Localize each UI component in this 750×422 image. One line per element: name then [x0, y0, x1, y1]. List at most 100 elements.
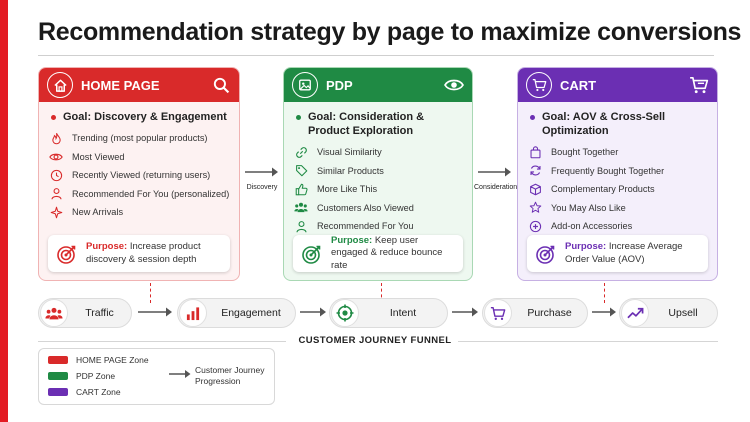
list-item: Recently Viewed (returning users) [49, 166, 229, 185]
list-item: Visual Similarity [294, 143, 462, 162]
funnel-stage-label: Upsell [668, 307, 698, 319]
pdp-header: PDP [284, 68, 472, 102]
pdp-connector [381, 283, 382, 303]
legend-arrow-icon [169, 370, 191, 378]
consideration-label: Consideration [474, 184, 518, 191]
cart-icon [484, 299, 512, 327]
cart-purpose-box: Purpose: Increase Average Order Value (A… [527, 235, 708, 272]
users-icon [40, 299, 68, 327]
consideration-arrow [478, 167, 511, 177]
list-item-label: Most Viewed [72, 151, 125, 162]
funnel-stage-upsell: Upsell [619, 298, 718, 328]
funnel-stage-engagement: Engagement [177, 298, 296, 328]
cart-goal-text: Goal: AOV & Cross-Sell Optimization [542, 111, 666, 137]
people-icon [294, 201, 308, 215]
house-icon [47, 72, 73, 98]
list-item: Similar Products [294, 162, 462, 181]
funnel-stage-purchase: Purchase [482, 298, 588, 328]
list-item-label: You May Also Like [551, 202, 626, 213]
home-connector [150, 283, 151, 303]
cart-zone: CART Goal: AOV & Cross-Sell Optimization… [517, 67, 718, 281]
list-item-label: Frequently Bought Together [551, 165, 665, 176]
clock-icon [49, 168, 63, 182]
home-purpose-box: Purpose: Increase product discovery & se… [48, 235, 230, 272]
funnel-divider-left [38, 341, 286, 342]
flame-icon [49, 131, 63, 145]
cart-icon [526, 72, 552, 98]
funnel-stage-label: Traffic [85, 307, 114, 319]
home-page-zone: HOME PAGE Goal: Discovery & Engagement T… [38, 67, 240, 281]
legend-swatch-home [48, 356, 68, 364]
target-icon [535, 243, 557, 265]
discovery-label: Discovery [246, 184, 278, 191]
target-icon [56, 243, 78, 265]
list-item: Bought Together [528, 143, 707, 162]
cart-icon [689, 75, 709, 95]
cart-goal: Goal: AOV & Cross-Sell Optimization [528, 110, 707, 138]
home-goal-text: Goal: Discovery & Engagement [63, 111, 227, 123]
refresh-icon [528, 164, 542, 178]
legend-item-cart: CART Zone [48, 387, 121, 397]
cart-header: CART [518, 68, 717, 102]
list-item-label: Similar Products [317, 165, 384, 176]
list-item: More Like This [294, 180, 462, 199]
funnel-caption: CUSTOMER JOURNEY FUNNEL [298, 335, 452, 346]
star-icon [528, 201, 542, 215]
list-item-label: Add-on Accessories [551, 221, 633, 232]
funnel-arrow [452, 307, 478, 317]
list-item-label: Visual Similarity [317, 147, 382, 158]
pdp-goal: Goal: Consideration & Product Exploratio… [294, 110, 462, 138]
pdp-strategy-list: Visual Similarity Similar Products More … [294, 143, 462, 236]
legend-swatch-cart [48, 388, 68, 396]
list-item-label: Bought Together [551, 147, 619, 158]
funnel-stage-label: Purchase [527, 307, 572, 319]
funnel-arrow [592, 307, 616, 317]
funnel-stage-intent: Intent [329, 298, 448, 328]
list-item: Recommended For You [294, 217, 462, 236]
legend-label: HOME PAGE Zone [76, 355, 149, 365]
pdp-goal-text: Goal: Consideration & Product Exploratio… [308, 111, 425, 137]
link-icon [294, 145, 308, 159]
pdp-purpose-box: Purpose: Keep user engaged & reduce boun… [293, 235, 463, 272]
list-item-label: Recommended For You (personalized) [72, 188, 230, 199]
pdp-purpose-text: Purpose: Keep user engaged & reduce boun… [331, 235, 455, 273]
legend-item-home: HOME PAGE Zone [48, 355, 149, 365]
home-page-label: HOME PAGE [81, 77, 160, 93]
tag-icon [294, 164, 308, 178]
home-page-header: HOME PAGE [39, 68, 239, 102]
page-title: Recommendation strategy by page to maxim… [38, 18, 742, 46]
cart-strategy-list: Bought Together Frequently Bought Togeth… [528, 143, 707, 236]
plus-circle-icon [528, 219, 542, 233]
purpose-description: Increase product discovery & session dep… [86, 241, 201, 265]
bar-chart-icon [179, 299, 207, 327]
list-item: Trending (most popular products) [49, 129, 229, 148]
list-item: Recommended For You (personalized) [49, 185, 229, 204]
target-icon [301, 243, 323, 265]
list-item: Complementary Products [528, 180, 707, 199]
list-item-label: Recently Viewed (returning users) [72, 170, 211, 181]
legend: HOME PAGE Zone PDP Zone CART Zone Custom… [38, 348, 275, 405]
funnel-stage-label: Intent [389, 307, 417, 319]
image-icon [292, 72, 318, 98]
home-purpose-text: Purpose: Increase product discovery & se… [86, 241, 222, 266]
trend-up-icon [621, 299, 649, 327]
funnel-stage-traffic: Traffic [38, 298, 132, 328]
home-goal: Goal: Discovery & Engagement [49, 110, 229, 124]
accent-bar [0, 0, 8, 422]
list-item-label: Trending (most popular products) [72, 133, 208, 144]
purpose-label: Purpose: [86, 241, 128, 252]
goal-bullet [530, 115, 535, 120]
purpose-description: Keep user engaged & reduce bounce rate [331, 234, 443, 271]
legend-arrow-label: Customer Journey Progression [195, 365, 265, 386]
legend-item-pdp: PDP Zone [48, 371, 115, 381]
list-item-label: New Arrivals [72, 207, 124, 218]
list-item: Customers Also Viewed [294, 199, 462, 218]
funnel-arrow [138, 307, 172, 317]
eye-icon [444, 75, 464, 95]
list-item-label: Customers Also Viewed [317, 202, 414, 213]
list-item: Add-on Accessories [528, 217, 707, 236]
sparkle-icon [49, 205, 63, 219]
home-strategy-list: Trending (most popular products) Most Vi… [49, 129, 229, 222]
box-icon [528, 182, 542, 196]
funnel-stage-label: Engagement [221, 307, 281, 319]
